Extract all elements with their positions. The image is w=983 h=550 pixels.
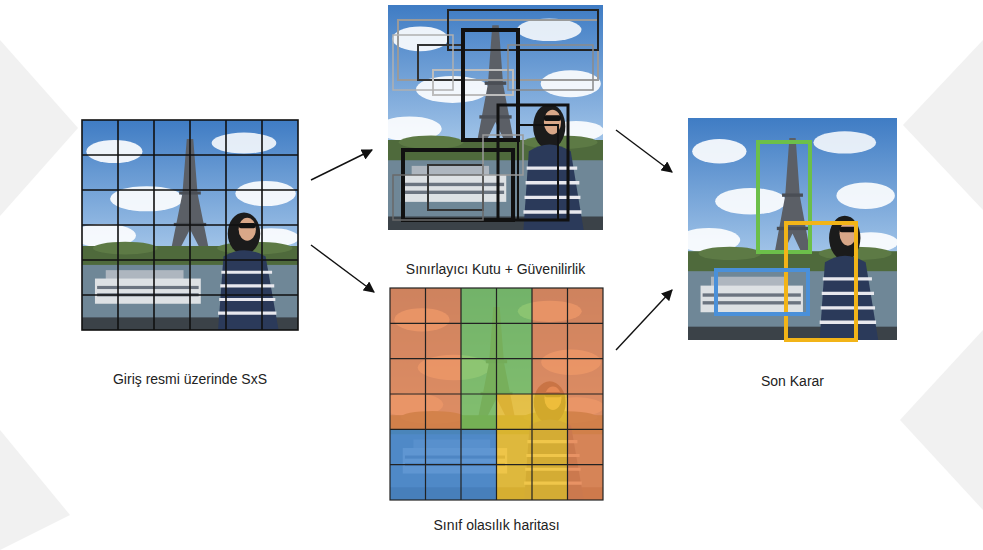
image-panel: Sınıf olasılık haritası [390,288,603,534]
panel-caption: Giriş resmi üzerinde SxS [82,370,298,388]
panel-caption: Sınırlayıcı Kutu + Güvenilirlik [388,260,603,278]
image-panel: Giriş resmi üzerinde SxS [82,120,298,388]
flow-arrow [311,245,374,292]
panel-caption: Sınıf olasılık haritası [390,516,603,534]
flow-arrow [311,150,372,180]
image-panel: Son Karar [688,118,897,390]
flow-arrow [616,130,672,172]
image-panel: Sınırlayıcı Kutu + Güvenilirlik [388,5,603,278]
panel-caption: Son Karar [688,372,897,390]
flow-arrow [616,290,672,350]
